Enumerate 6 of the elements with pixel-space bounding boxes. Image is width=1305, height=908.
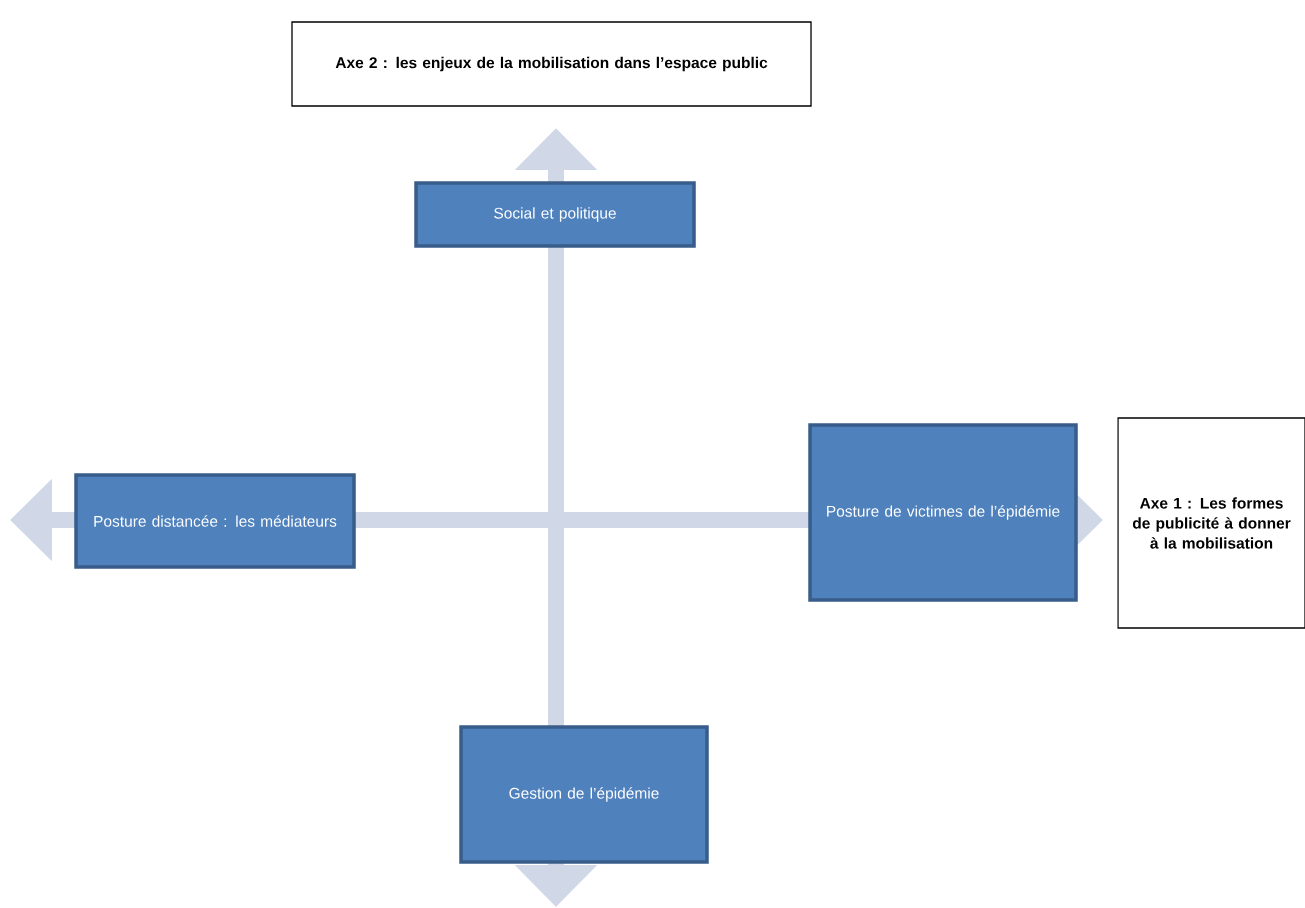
- category-box: Posture distancée : les médiateurs: [74, 473, 356, 569]
- category-box: Social et politique: [414, 181, 696, 248]
- axis-title-box: Axe 1 : Les formes de publicité à donner à la mobilisation: [1117, 417, 1305, 629]
- axis-title-box: Axe 2 : les enjeux de la mobilisation dans l’espace public: [291, 21, 812, 107]
- category-box: Gestion de l’épidémie: [459, 725, 709, 864]
- category-box: Posture de victimes de l’épidémie: [808, 423, 1078, 602]
